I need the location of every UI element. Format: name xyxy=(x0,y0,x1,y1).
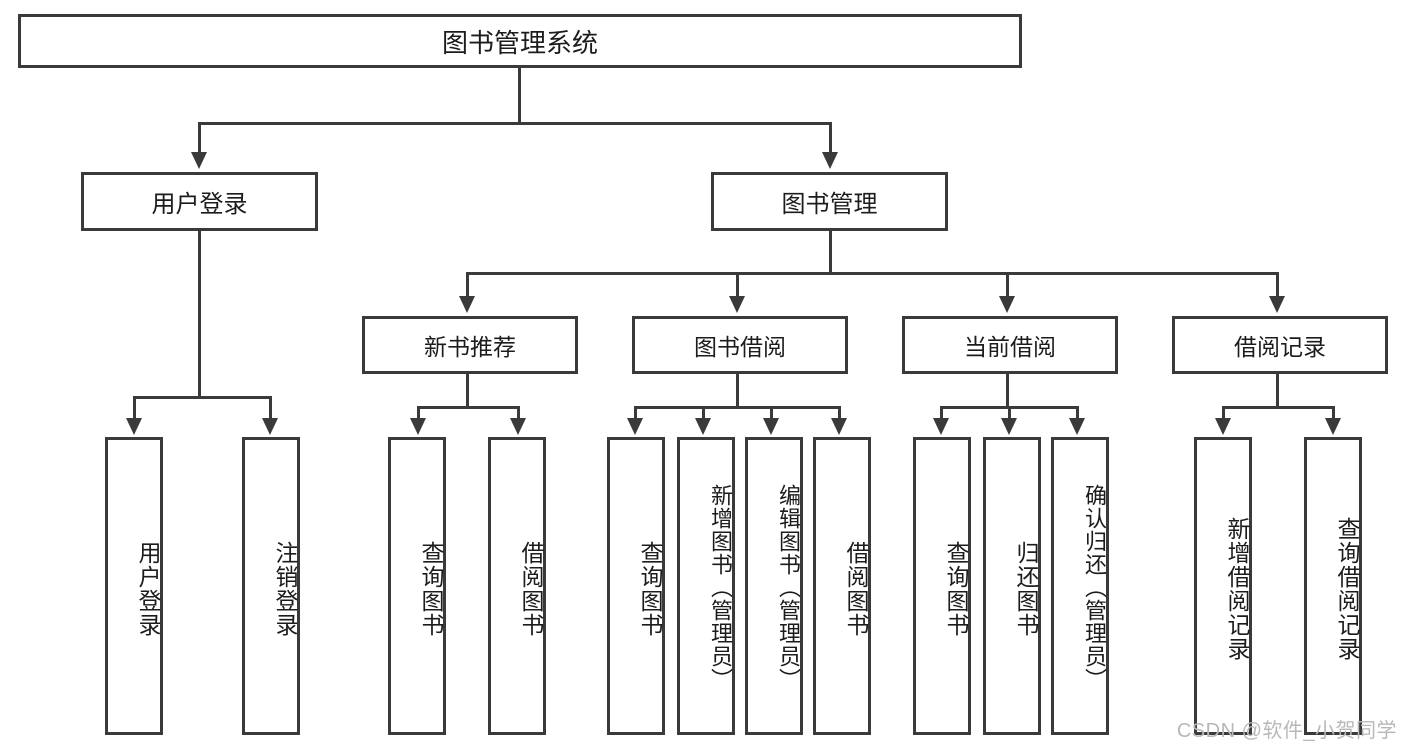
connector-cb-to-leaf-1 xyxy=(940,406,943,420)
connector-root-to-book-management xyxy=(829,122,832,154)
arrow-bm-to-borrow-record xyxy=(1269,296,1285,313)
connector-nbr-bus xyxy=(417,406,520,409)
node-label: 用户登录 xyxy=(151,191,248,218)
leaf-label: 查询图书 xyxy=(943,541,969,637)
leaf-query-book-2[interactable]: 查询图书 xyxy=(607,437,665,735)
connector-bm-to-borrow-record xyxy=(1276,272,1279,298)
arrow-bb-to-leaf-2 xyxy=(695,418,711,435)
leaf-query-record[interactable]: 查询借阅记录 xyxy=(1304,437,1362,735)
arrow-bm-to-current-borrow xyxy=(999,296,1015,313)
leaf-edit-book[interactable]: 编辑图书（管理员） xyxy=(745,437,803,735)
arrow-cb-to-leaf-3 xyxy=(1069,418,1085,435)
leaf-label: 查询图书 xyxy=(637,541,663,637)
arrow-br-to-leaf-1 xyxy=(1215,418,1231,435)
leaf-borrow-book-1[interactable]: 借阅图书 xyxy=(488,437,546,735)
arrow-cb-to-leaf-1 xyxy=(933,418,949,435)
leaf-return-book[interactable]: 归还图书 xyxy=(983,437,1041,735)
connector-cb-stem xyxy=(1006,374,1009,406)
arrow-cb-to-leaf-2 xyxy=(1001,418,1017,435)
leaf-logout-login[interactable]: 注销登录 xyxy=(242,437,300,735)
leaf-add-book[interactable]: 新增图书（管理员） xyxy=(677,437,735,735)
leaf-confirm-return[interactable]: 确认归还（管理员） xyxy=(1051,437,1109,735)
connector-nbr-stem xyxy=(466,374,469,406)
connector-bb-stem xyxy=(736,374,739,406)
arrow-user-login-to-leaf-2 xyxy=(262,418,278,435)
arrow-root-to-user-login xyxy=(191,152,207,169)
connector-root-to-user-login xyxy=(198,122,201,154)
connector-br-bus xyxy=(1222,406,1335,409)
leaf-query-book-1[interactable]: 查询图书 xyxy=(388,437,446,735)
connector-user-login-to-leaf-1 xyxy=(133,396,136,420)
connector-br-to-leaf-2 xyxy=(1332,406,1335,420)
leaf-label: 借阅图书 xyxy=(518,541,544,637)
node-label: 图书管理系统 xyxy=(441,27,598,58)
connector-root-bus xyxy=(198,122,832,125)
arrow-nbr-to-leaf-1 xyxy=(410,418,426,435)
connector-bb-to-leaf-1 xyxy=(634,406,637,420)
connector-bm-to-book-borrow xyxy=(736,272,739,298)
node-user-login[interactable]: 用户登录 xyxy=(81,172,318,231)
arrow-bm-to-new-book xyxy=(459,296,475,313)
connector-bb-to-leaf-3 xyxy=(770,406,773,420)
arrow-bb-to-leaf-4 xyxy=(831,418,847,435)
leaf-add-record[interactable]: 新增借阅记录 xyxy=(1194,437,1252,735)
node-label: 图书借阅 xyxy=(694,334,786,360)
node-book-management-system[interactable]: 图书管理系统 xyxy=(18,14,1022,68)
connector-bm-to-current-borrow xyxy=(1006,272,1009,298)
arrow-bb-to-leaf-3 xyxy=(763,418,779,435)
leaf-query-book-3[interactable]: 查询图书 xyxy=(913,437,971,735)
arrow-nbr-to-leaf-2 xyxy=(510,418,526,435)
node-label: 借阅记录 xyxy=(1234,334,1326,360)
connector-bb-to-leaf-2 xyxy=(702,406,705,420)
node-label: 图书管理 xyxy=(781,191,878,218)
leaf-label: 用户登录 xyxy=(135,541,161,637)
node-borrow-record[interactable]: 借阅记录 xyxy=(1172,316,1388,374)
arrow-br-to-leaf-2 xyxy=(1325,418,1341,435)
connector-bb-to-leaf-4 xyxy=(838,406,841,420)
leaf-label: 查询图书 xyxy=(418,541,444,637)
connector-book-management-stem xyxy=(829,231,832,272)
leaf-label: 查询借阅记录 xyxy=(1334,517,1360,661)
node-new-book-recommend[interactable]: 新书推荐 xyxy=(362,316,578,374)
leaf-label: 新增借阅记录 xyxy=(1224,517,1250,661)
connector-user-login-to-leaf-2 xyxy=(269,396,272,420)
connector-root-stem xyxy=(518,68,521,122)
connector-bm-to-new-book xyxy=(466,272,469,298)
connector-cb-to-leaf-2 xyxy=(1008,406,1011,420)
node-label: 当前借阅 xyxy=(964,334,1056,360)
connector-user-login-stem xyxy=(198,231,201,396)
leaf-label: 确认归还（管理员） xyxy=(1082,483,1107,691)
leaf-label: 新增图书（管理员） xyxy=(708,483,733,691)
leaf-label: 归还图书 xyxy=(1013,541,1039,637)
connector-user-login-bus xyxy=(133,396,272,399)
leaf-label: 注销登录 xyxy=(272,541,298,637)
node-current-borrow[interactable]: 当前借阅 xyxy=(902,316,1118,374)
leaf-borrow-book-2[interactable]: 借阅图书 xyxy=(813,437,871,735)
connector-br-stem xyxy=(1276,374,1279,406)
connector-cb-to-leaf-3 xyxy=(1076,406,1079,420)
node-book-borrow[interactable]: 图书借阅 xyxy=(632,316,848,374)
arrow-root-to-book-management xyxy=(822,152,838,169)
connector-bb-bus xyxy=(634,406,841,409)
connector-nbr-to-leaf-1 xyxy=(417,406,420,420)
arrow-user-login-to-leaf-1 xyxy=(126,418,142,435)
leaf-user-login[interactable]: 用户登录 xyxy=(105,437,163,735)
node-book-management[interactable]: 图书管理 xyxy=(711,172,948,231)
leaf-label: 编辑图书（管理员） xyxy=(776,483,801,691)
node-label: 新书推荐 xyxy=(424,334,516,360)
connector-br-to-leaf-1 xyxy=(1222,406,1225,420)
arrow-bb-to-leaf-1 xyxy=(627,418,643,435)
connector-nbr-to-leaf-2 xyxy=(517,406,520,420)
arrow-bm-to-book-borrow xyxy=(729,296,745,313)
connector-book-management-bus xyxy=(466,272,1277,275)
leaf-label: 借阅图书 xyxy=(843,541,869,637)
